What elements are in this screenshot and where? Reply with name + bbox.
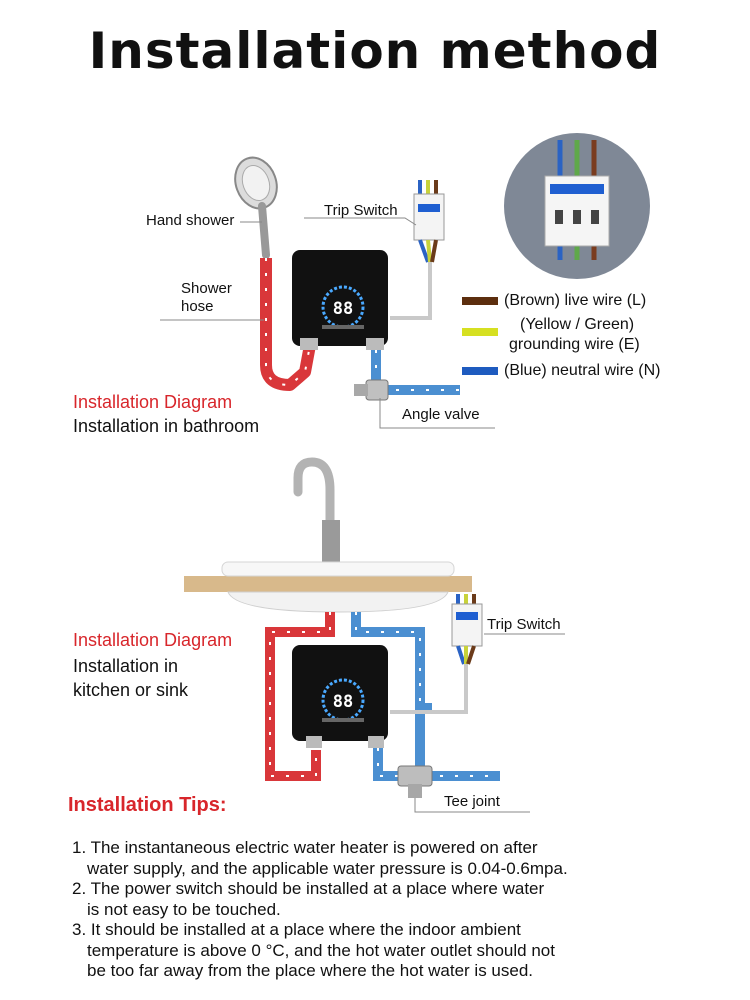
water-heater-icon: 88 bbox=[292, 645, 388, 748]
kitchen-caption-line1: Installation in bbox=[73, 656, 179, 676]
trip-switch-icon bbox=[451, 594, 483, 665]
tip-item: 3. It should be installed at a place whe… bbox=[72, 920, 732, 982]
water-heater-icon: 88 bbox=[292, 250, 388, 350]
bathroom-caption-title: Installation Diagram bbox=[73, 392, 233, 412]
kitchen-caption-line2: kitchen or sink bbox=[73, 680, 189, 700]
hand-shower-icon bbox=[234, 156, 278, 259]
tip-line: is not easy to be touched. bbox=[87, 899, 281, 919]
legend-text: (Brown) live wire (L) bbox=[504, 292, 647, 309]
tip-line: 2. The power switch should be installed … bbox=[72, 879, 545, 898]
heater-display: 88 bbox=[333, 299, 353, 319]
shower-hose-label: Shower hose bbox=[181, 280, 232, 316]
tip-line: 3. It should be installed at a place whe… bbox=[72, 920, 521, 939]
tee-joint-icon bbox=[397, 765, 433, 798]
tip-item: 1. The instantaneous electric water heat… bbox=[72, 838, 732, 879]
legend-item-live-wire: (Brown) live wire (L) bbox=[462, 290, 702, 312]
yellow-green-swatch bbox=[462, 328, 498, 336]
heater-display: 88 bbox=[333, 692, 353, 712]
shower-hose-label-line1: Shower bbox=[181, 280, 232, 297]
blue-swatch bbox=[462, 367, 498, 375]
angle-valve-icon bbox=[354, 379, 389, 401]
tee-joint-label: Tee joint bbox=[444, 793, 500, 810]
brown-swatch bbox=[462, 297, 498, 305]
circuit-breaker-photo bbox=[504, 133, 650, 279]
trip-switch-label: Trip Switch bbox=[487, 616, 561, 633]
tip-line: be too far away from the place where the… bbox=[87, 961, 534, 980]
tip-line: 1. The instantaneous electric water heat… bbox=[72, 838, 538, 857]
hand-shower-label: Hand shower bbox=[146, 212, 235, 229]
sink-basin bbox=[227, 591, 449, 613]
shower-hose-label-line2: hose bbox=[181, 298, 214, 315]
tips-title: Installation Tips: bbox=[68, 794, 227, 816]
trip-switch-label: Trip Switch bbox=[324, 202, 398, 219]
legend-item-neutral-wire: (Blue) neutral wire (N) bbox=[462, 360, 702, 382]
tip-line: water supply, and the applicable water p… bbox=[87, 858, 568, 878]
faucet-icon bbox=[293, 457, 340, 565]
legend-text: (Yellow / Green) bbox=[520, 316, 635, 333]
legend-text: grounding wire (E) bbox=[509, 336, 640, 353]
tip-line: temperature is above 0 °C, and the hot w… bbox=[87, 940, 555, 960]
tips-list: 1. The instantaneous electric water heat… bbox=[72, 838, 732, 982]
angle-valve-label: Angle valve bbox=[402, 406, 480, 423]
legend-text: (Blue) neutral wire (N) bbox=[504, 362, 661, 379]
page-title: Installation method bbox=[88, 22, 662, 80]
kitchen-caption-subtitle: Installation in kitchen or sink bbox=[73, 654, 188, 702]
countertop bbox=[184, 576, 472, 592]
bathroom-caption-subtitle: Installation in bathroom bbox=[73, 416, 260, 436]
kitchen-caption-title: Installation Diagram bbox=[73, 630, 233, 650]
tip-item: 2. The power switch should be installed … bbox=[72, 879, 732, 920]
trip-switch-icon bbox=[413, 180, 445, 263]
wire-legend: (Brown) live wire (L) (Yellow / Green) g… bbox=[462, 290, 702, 382]
legend-item-grounding-wire: (Yellow / Green) grounding wire (E) bbox=[462, 312, 702, 358]
